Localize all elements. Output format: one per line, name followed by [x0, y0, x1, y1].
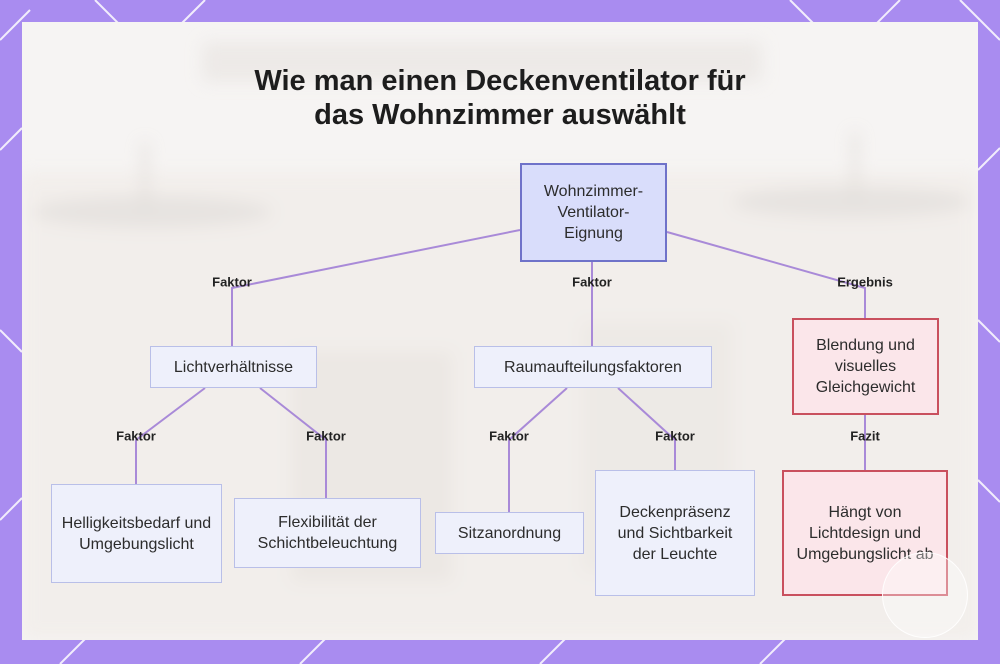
title-line-1: Wie man einen Deckenventilator für — [254, 65, 746, 97]
node-layering: Flexibilität der Schichtbeleuchtung — [234, 498, 421, 568]
edge-label-space-ceiling: Faktor — [655, 428, 695, 444]
node-conclusion-label: Hängt von Lichtdesign und Umgebungslicht… — [796, 503, 934, 563]
edge-label-light-brightness: Faktor — [116, 428, 156, 444]
edge-label-light-layering: Faktor — [306, 428, 346, 444]
node-glare-label: Blendung und visuelles Gleichgewicht — [815, 337, 916, 396]
node-seating-label: Sitzanordnung — [457, 524, 562, 542]
node-space-label: Raumaufteilungsfaktoren — [504, 358, 682, 376]
edge-label-glare-conclusion: Fazit — [850, 428, 880, 444]
edge-label-root-light: Faktor — [212, 274, 252, 290]
node-root-label: Wohnzimmer-Ventilator-Eignung — [543, 183, 644, 242]
watermark-logo — [882, 552, 968, 638]
node-ceiling: Deckenpräsenz und Sichtbarkeit der Leuch… — [595, 470, 755, 596]
content-panel: Wie man einen Deckenventilator für das W… — [22, 22, 978, 640]
edge-root-light — [231, 229, 521, 346]
edge-space-ceiling — [617, 387, 676, 470]
node-light-label: Lichtverhältnisse — [173, 358, 294, 376]
edge-label-root-space: Faktor — [572, 274, 612, 290]
edge-light-layering — [259, 387, 327, 498]
connector-lines — [135, 229, 866, 512]
edge-label-space-seating: Faktor — [489, 428, 529, 444]
node-space: Raumaufteilungsfaktoren — [474, 346, 712, 388]
edge-label-root-glare: Ergebnis — [837, 274, 893, 290]
node-glare: Blendung und visuelles Gleichgewicht — [792, 318, 939, 415]
title-line-2: das Wohnzimmer auswählt — [314, 99, 686, 131]
diagram-title: Wie man einen Deckenventilator für das W… — [22, 64, 978, 132]
node-ceiling-label: Deckenpräsenz und Sichtbarkeit der Leuch… — [617, 503, 733, 563]
node-light: Lichtverhältnisse — [150, 346, 317, 388]
node-brightness: Helligkeitsbedarf und Umgebungslicht — [51, 484, 222, 583]
edge-light-brightness — [135, 387, 206, 484]
edge-space-seating — [508, 387, 568, 512]
node-root: Wohnzimmer-Ventilator-Eignung — [520, 163, 667, 262]
node-layering-label: Flexibilität der Schichtbeleuchtung — [257, 514, 398, 552]
node-seating: Sitzanordnung — [435, 512, 584, 554]
node-conclusion: Hängt von Lichtdesign und Umgebungslicht… — [782, 470, 948, 596]
node-brightness-label: Helligkeitsbedarf und Umgebungslicht — [61, 514, 212, 553]
edge-root-glare — [666, 231, 866, 318]
